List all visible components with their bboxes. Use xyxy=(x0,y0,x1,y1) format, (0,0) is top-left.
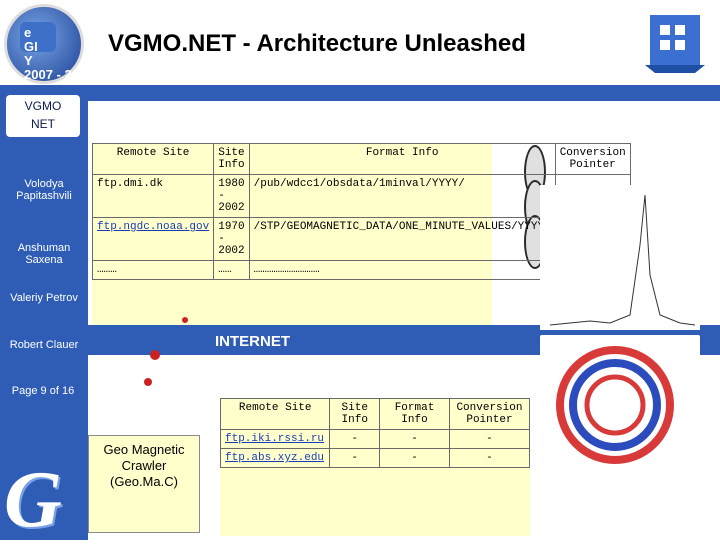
cell-info: …… xyxy=(213,260,250,280)
cell-pointer: - xyxy=(448,448,531,468)
geo-crawler-box: Geo Magnetic Crawler (Geo.Ma.C) xyxy=(88,435,200,533)
ring-diagram xyxy=(540,335,700,485)
ring-plot xyxy=(556,346,674,464)
building-icon xyxy=(645,15,705,73)
internet-label: INTERNET xyxy=(215,333,290,350)
col-remote-site: Remote Site xyxy=(91,143,215,175)
col-format-info: Format Info xyxy=(248,143,556,175)
cell-format: - xyxy=(379,429,450,449)
prospective-table-container: Remote Site Site Info Format Info Conver… xyxy=(219,398,531,536)
page-indicator: Page 9 of 16 xyxy=(11,385,75,397)
logo xyxy=(4,4,84,84)
signal-graph xyxy=(549,194,696,326)
logo-inner xyxy=(20,22,56,52)
table-header-row: Remote Site Site Info Format Info Conver… xyxy=(219,398,531,430)
network-dots xyxy=(144,317,188,386)
cell-format: - xyxy=(379,448,450,468)
left-panel xyxy=(0,85,88,540)
col-site-info: Site Info xyxy=(329,398,381,430)
header-bar xyxy=(0,0,720,95)
person-petrov: Valeriy Petrov xyxy=(10,292,78,304)
a2f-label: A2F - Any to Flat File Conversion Module xyxy=(540,108,650,132)
table-header-row: Remote Site Site Info Format Info Conver… xyxy=(91,143,631,175)
cell-site: ftp.dmi.dk xyxy=(91,174,215,218)
col-format-info: Format Info xyxy=(379,398,450,430)
table-row: ftp.ngdc.noaa.gov 1970 - 2002 /STP/GEOMA… xyxy=(91,217,631,261)
active-section-label: Active Section xyxy=(240,110,344,127)
vgmo-net-label: VGMO NET xyxy=(6,95,80,137)
ffmn-graph-panel xyxy=(540,185,700,330)
page-title: VGMO.NET - Architecture Unleashed xyxy=(108,30,526,57)
col-site-info: Site Info xyxy=(213,143,250,175)
prospective-table: Remote Site Site Info Format Info Conver… xyxy=(219,398,531,468)
person-papitashvili: Volodya Papitashvili xyxy=(16,178,72,202)
col-conversion-pointer: Conversion Pointer xyxy=(448,398,531,430)
cell-site-link[interactable]: ftp.ngdc.noaa.gov xyxy=(91,217,215,261)
top-band xyxy=(88,85,720,101)
person-clauer: Robert Clauer xyxy=(9,339,79,351)
cell-info: - xyxy=(329,448,381,468)
col-remote-site: Remote Site xyxy=(219,398,331,430)
lookup-table-label: LOOKUP TABLE xyxy=(560,480,620,512)
cell-format: /pub/wdcc1/obsdata/1minval/YYYY/ xyxy=(248,174,556,218)
cell-info: 1980 - 2002 xyxy=(213,174,250,218)
table-row: ftp.abs.xyz.edu - - - xyxy=(219,448,531,468)
cell-format: /STP/GEOMAGNETIC_DATA/ONE_MINUTE_VALUES/… xyxy=(248,217,556,261)
cell-info: - xyxy=(329,429,381,449)
cell-site-link[interactable]: ftp.iki.rssi.ru xyxy=(219,429,331,449)
col-conversion-pointer: Conversion Pointer xyxy=(554,143,631,175)
cell-info: 1970 - 2002 xyxy=(213,217,250,261)
logo-letters: e GI Y 2007 - 2008 xyxy=(24,25,94,82)
cell-site-link[interactable]: ftp.abs.xyz.edu xyxy=(219,448,331,468)
prospective-section-label: Prospective Section xyxy=(285,366,429,383)
cell-site: ……… xyxy=(91,260,215,280)
cell-format: ………………………… xyxy=(248,260,556,280)
table-row: ftp.iki.rssi.ru - - - xyxy=(219,429,531,449)
cell-pointer: - xyxy=(448,429,531,449)
person-saxena: Anshuman Saxena xyxy=(17,242,71,266)
g-logo-icon: G xyxy=(4,456,62,544)
active-table-container: Remote Site Site Info Format Info Conver… xyxy=(91,143,631,325)
